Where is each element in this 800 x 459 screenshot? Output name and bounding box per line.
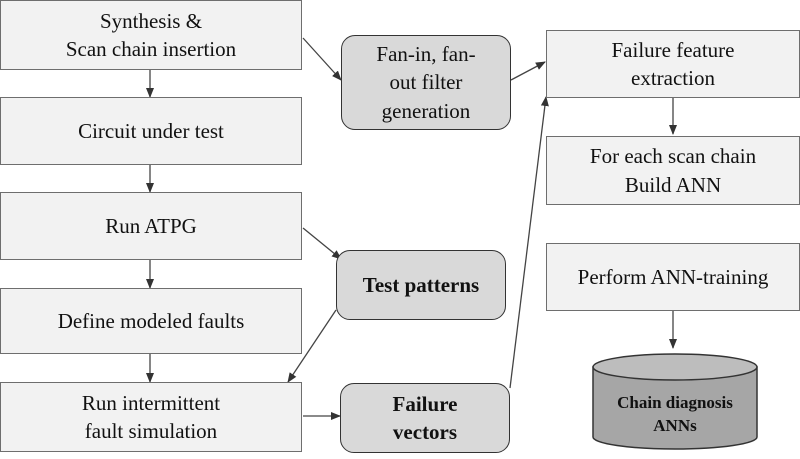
fan-filter-label: Fan-in, fan- out filter generation xyxy=(376,41,476,123)
ann-training-label: Perform ANN-training xyxy=(577,264,769,289)
failure-vectors-box: Failure vectors xyxy=(340,383,510,453)
arrow-testpatterns-to-intermittent xyxy=(287,309,337,383)
synthesis-label: Synthesis & Scan chain insertion xyxy=(65,8,237,61)
feature-extraction-label: Failure feature extraction xyxy=(611,37,735,90)
arrow-failurevectors-to-extraction xyxy=(509,96,549,389)
define-faults-box: Define modeled faults xyxy=(0,288,302,354)
atpg-box: Run ATPG xyxy=(0,192,302,260)
test-patterns-label: Test patterns xyxy=(362,272,480,297)
circuit-box: Circuit under test xyxy=(0,97,302,165)
circuit-label: Circuit under test xyxy=(78,118,224,143)
arrow-filter-to-extraction xyxy=(510,61,546,81)
ann-training-box: Perform ANN-training xyxy=(546,243,800,311)
arrow-atpg-to-testpatterns xyxy=(302,227,342,260)
feature-extraction-box: Failure feature extraction xyxy=(546,30,800,98)
fan-filter-box: Fan-in, fan- out filter generation xyxy=(341,35,511,130)
chain-diagnosis-label: Chain diagnosis ANNs xyxy=(617,393,733,435)
failure-vectors-label: Failure vectors xyxy=(392,391,458,444)
build-ann-box: For each scan chain Build ANN xyxy=(546,136,800,205)
build-ann-label: For each scan chain Build ANN xyxy=(589,144,757,197)
test-patterns-box: Test patterns xyxy=(336,250,506,320)
chain-diagnosis-cylinder xyxy=(592,353,758,450)
intermittent-label: Run intermittent fault simulation xyxy=(81,390,221,443)
define-faults-label: Define modeled faults xyxy=(57,308,245,333)
arrow-synthesis-to-filter xyxy=(302,37,342,81)
intermittent-box: Run intermittent fault simulation xyxy=(0,382,302,452)
atpg-label: Run ATPG xyxy=(105,213,197,238)
synthesis-box: Synthesis & Scan chain insertion xyxy=(0,0,302,70)
